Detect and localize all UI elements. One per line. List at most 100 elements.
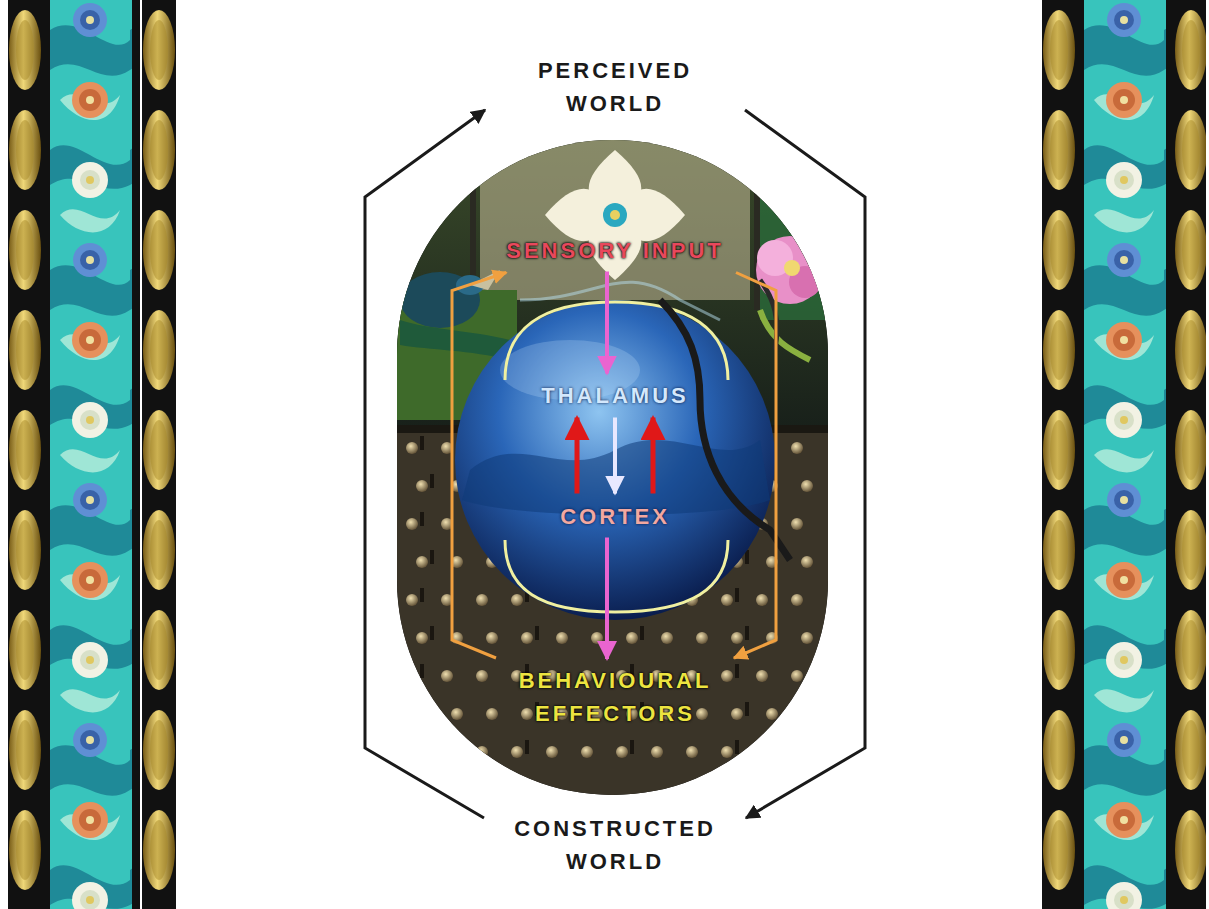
panel-knob	[451, 556, 463, 568]
left-border-strip-part	[42, 0, 50, 909]
panel-knob	[416, 632, 428, 644]
panel-knob	[801, 632, 813, 644]
flow-arrow	[452, 273, 506, 659]
right-border-strip-part-part	[1042, 0, 1076, 909]
panel-lever	[735, 740, 739, 754]
panel-lever	[420, 588, 424, 602]
panel-knob	[731, 632, 743, 644]
flow-arrow	[745, 110, 865, 818]
left-border-strip-part-part	[8, 0, 42, 909]
left-border-strip-part	[142, 0, 176, 909]
panel-knob	[441, 442, 453, 454]
panel-knob	[801, 480, 813, 492]
brain-region-label: CORTEX	[556, 498, 674, 535]
stained-glass	[397, 140, 828, 430]
panel-knob	[696, 708, 708, 720]
camellia-flower-part	[784, 260, 800, 276]
panel-knob	[766, 556, 778, 568]
stained-glass-part	[610, 210, 620, 220]
peacock-part	[470, 270, 500, 290]
panel-knob	[791, 518, 803, 530]
panel-knob	[416, 708, 428, 720]
flow-arrow	[575, 418, 580, 494]
panel-knob	[406, 518, 418, 530]
panel-knob	[556, 632, 568, 644]
panel-knob	[476, 670, 488, 682]
brain-sphere-part	[660, 300, 790, 560]
label-text: CORTEX	[560, 500, 670, 533]
panel-knob	[581, 746, 593, 758]
label-text: BEHAVIOURAL EFFECTORS	[494, 664, 736, 730]
flow-arrow	[651, 418, 656, 494]
panel-lever	[535, 626, 539, 640]
panel-knob	[731, 708, 743, 720]
panel-knob	[721, 746, 733, 758]
panel-knob	[511, 746, 523, 758]
panel-knob	[766, 708, 778, 720]
panel-knob	[756, 594, 768, 606]
panel-knob	[416, 480, 428, 492]
flow-arrow	[613, 418, 617, 494]
effector-label: BEHAVIOURAL EFFECTORS	[490, 662, 740, 732]
left-border-strip-part	[50, 0, 132, 909]
panel-knob	[476, 594, 488, 606]
stained-glass-part	[397, 140, 828, 430]
panel-knob	[766, 632, 778, 644]
panel-lever	[420, 664, 424, 678]
camellia-flower-part	[796, 218, 828, 238]
panel-lever	[420, 436, 424, 450]
panel-knob	[661, 632, 673, 644]
panel-knob	[721, 670, 733, 682]
panel-knob	[651, 746, 663, 758]
label-text: SENSORY INPUT	[506, 234, 723, 267]
panel-knob	[406, 746, 418, 758]
right-border-strip-part	[1084, 0, 1166, 909]
right-border-strip-part	[1174, 0, 1206, 909]
panel-knob	[441, 594, 453, 606]
panel-knob	[441, 746, 453, 758]
brain-region-label: THALAMUS	[537, 377, 692, 414]
panel-knob	[791, 594, 803, 606]
stained-glass-part	[603, 203, 627, 227]
brain-sphere	[455, 280, 790, 620]
flow-arrow	[365, 110, 485, 818]
capsule-collage	[397, 140, 828, 795]
right-border-strip-part-part	[1174, 0, 1206, 909]
input-label: SENSORY INPUT	[502, 232, 727, 269]
panel-lever	[430, 474, 434, 488]
panel-lever	[430, 702, 434, 716]
panel-knob	[441, 518, 453, 530]
left-border-strip	[8, 0, 176, 909]
panel-knob	[791, 442, 803, 454]
world-label: CONSTRUCTED WORLD	[490, 810, 740, 880]
flow-arrow	[605, 272, 609, 374]
panel-knob	[721, 594, 733, 606]
right-border-strip-part	[1166, 0, 1174, 909]
panel-knob	[451, 632, 463, 644]
peacock-part	[400, 320, 510, 360]
panel-knob	[476, 746, 488, 758]
left-border-strip-part-part	[50, 0, 132, 909]
panel-knob	[486, 632, 498, 644]
panel-knob	[406, 442, 418, 454]
label-text: THALAMUS	[541, 379, 688, 412]
panel-knob	[626, 632, 638, 644]
panel-knob	[486, 708, 498, 720]
label-text: PERCEIVED WORLD	[499, 54, 731, 120]
panel-knob	[616, 746, 628, 758]
panel-knob	[756, 670, 768, 682]
panel-knob	[521, 632, 533, 644]
capsule-collage-part	[397, 140, 828, 795]
panel-knob	[686, 746, 698, 758]
panel-knob	[801, 708, 813, 720]
panel-lever	[745, 626, 749, 640]
world-label: PERCEIVED WORLD	[495, 52, 735, 122]
panel-lever	[525, 740, 529, 754]
flow-arrow	[605, 538, 609, 660]
panel-lever	[420, 740, 424, 754]
left-border-strip-part	[8, 0, 42, 909]
right-border-strip-part	[1076, 0, 1084, 909]
right-border-strip-part	[1042, 0, 1076, 909]
